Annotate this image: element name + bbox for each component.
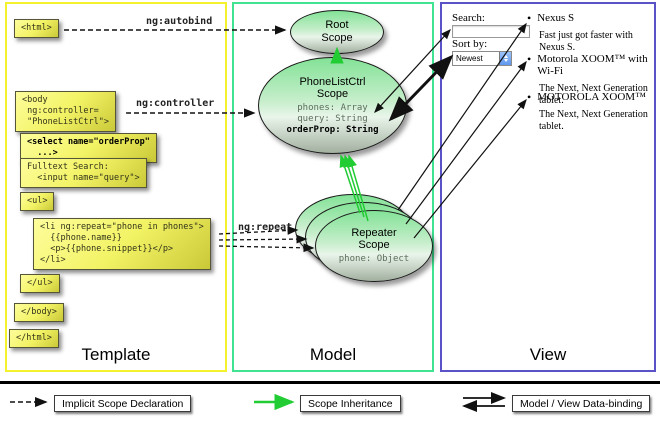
phonelistctrl-scope-ellipse: PhoneListCtrl Scope phones: Array query:…	[258, 57, 407, 154]
code-box-fulltext-search: Fulltext Search: <input name="query">	[20, 158, 147, 189]
phone-item-title: Nexus S	[537, 12, 575, 24]
legend-divider	[0, 381, 660, 384]
root-scope-ellipse: Root Scope	[290, 10, 384, 54]
legend-data-binding-box: Model / View Data-binding	[512, 395, 651, 412]
root-scope-title: Root Scope	[321, 19, 353, 44]
phone-list-item: • Motorola XOOM™ with Wi-Fi The Next, Ne…	[527, 53, 649, 107]
view-column-label: View	[529, 345, 567, 364]
sort-by-selected-value: Newest	[456, 54, 483, 63]
code-box-ul-open: <ul>	[20, 192, 55, 212]
legend-implicit-scope-label: Implicit Scope Declaration	[62, 397, 184, 410]
code-box-ul-close: </ul>	[20, 274, 60, 294]
edge-label-ng-controller: ng:controller	[136, 98, 215, 109]
phone-item-title: Motorola XOOM™ with Wi-Fi	[537, 53, 648, 77]
code-box-html-close: </html>	[9, 329, 59, 349]
search-label: Search:	[452, 12, 485, 24]
bullet-icon: •	[527, 11, 532, 25]
bullet-icon: •	[527, 52, 532, 66]
bullet-icon: •	[527, 90, 532, 104]
search-input[interactable]	[452, 25, 530, 38]
legend-data-binding-label: Model / View Data-binding	[520, 397, 643, 410]
repeater-scope-prop: phone: Object	[338, 254, 410, 265]
legend-implicit-scope-box: Implicit Scope Declaration	[54, 395, 192, 412]
legend-scope-inheritance-box: Scope Inheritance	[300, 395, 401, 412]
dropdown-stepper-icon	[499, 52, 511, 65]
repeater-scope-title: Repeater Scope	[351, 226, 397, 252]
phone-item-title: MOTOROLA XOOM™	[537, 91, 646, 103]
edge-label-ng-repeat: ng:repeat	[238, 222, 293, 233]
code-box-body-close: </body>	[14, 303, 64, 323]
code-box-li-repeat: <li ng:repeat="phone in phones"> {{phone…	[33, 218, 211, 271]
template-column-label: Template	[81, 345, 151, 364]
model-column-label: Model	[309, 345, 357, 364]
repeater-scope-ellipse-front: Repeater Scope phone: Object	[315, 210, 433, 282]
phone-item-desc: Fast just got faster with Nexus S.	[539, 30, 633, 53]
code-box-html-open: <html>	[14, 19, 59, 39]
code-box-body-open: <body ng:controller= "PhoneListCtrl">	[15, 91, 116, 133]
sort-by-dropdown[interactable]: Newest	[452, 51, 512, 66]
legend-scope-inheritance-label: Scope Inheritance	[308, 397, 393, 410]
phone-list-item: • Nexus S Fast just got faster with Nexu…	[527, 12, 649, 54]
sort-by-label: Sort by:	[452, 38, 488, 50]
phone-list-item: • MOTOROLA XOOM™ The Next, Next Generati…	[527, 91, 649, 133]
phonelistctrl-scope-title: PhoneListCtrl Scope	[299, 75, 366, 101]
phonelistctrl-scope-props: phones: Array query: String	[297, 102, 368, 125]
phonelistctrl-scope-orderprop: orderProp: String	[286, 125, 379, 136]
phone-item-desc: The Next, Next Generation tablet.	[539, 109, 648, 132]
edge-label-ng-autobind: ng:autobind	[146, 16, 213, 27]
phone-item-desc: The Next, Next Generation tablet.	[539, 83, 648, 106]
